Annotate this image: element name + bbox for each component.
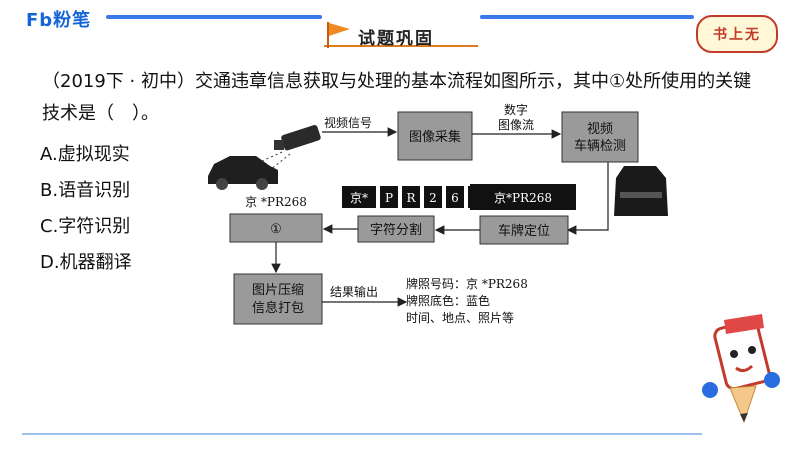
box-char-segment-label: 字符分割 xyxy=(370,222,422,238)
label-digital-1: 数字 xyxy=(504,102,528,117)
box-vehicle-detect xyxy=(561,111,639,163)
result-line-2: 牌照底色：蓝色 xyxy=(406,293,490,308)
label-video-signal: 视频信号 xyxy=(324,115,372,130)
box-image-capture-label: 图像采集 xyxy=(409,129,461,145)
box-vehicle-detect-label-2: 车辆检测 xyxy=(574,138,626,154)
camera-icon xyxy=(274,124,321,151)
box-vehicle-detect-label-1: 视频 xyxy=(587,122,613,137)
title-banner-graphic xyxy=(324,22,478,48)
plate-seg-0: 京* xyxy=(350,191,368,205)
box-compress xyxy=(233,273,323,325)
box-compress-label-2: 信息打包 xyxy=(252,300,304,316)
header-rule-left xyxy=(106,15,322,19)
question-stem: （2019下 · 初中）交通违章信息获取与处理的基本流程如图所示，其中①处所使用… xyxy=(42,71,752,124)
box-plate-locate xyxy=(479,215,569,245)
box-image-capture xyxy=(397,111,473,161)
flowchart: 视频信号 图像采集 数字 图像流 视频 车辆检测 京* P R xyxy=(208,102,668,325)
option-b[interactable]: B.语音识别 xyxy=(40,180,131,201)
camera-view-lines xyxy=(259,151,291,171)
plate-segmented: 京* P R 2 6 8 xyxy=(342,186,486,208)
option-a[interactable]: A.虚拟现实 xyxy=(40,144,130,165)
box-plate-locate-label: 车牌定位 xyxy=(498,223,550,239)
box-step1 xyxy=(229,213,323,243)
pencil-mascot-icon xyxy=(702,314,780,424)
stamp-badge: 书上无 xyxy=(696,15,778,53)
box-compress-label-1: 图片压缩 xyxy=(252,282,304,298)
plate-seg-1: P xyxy=(385,191,393,205)
brand-logo: Fb粉笔 xyxy=(26,10,92,31)
section-title: 试题巩固 xyxy=(358,29,434,49)
header-rule-right xyxy=(480,15,694,19)
label-plate-top: 京 *PR268 xyxy=(245,195,307,209)
option-c[interactable]: C.字符识别 xyxy=(40,216,131,237)
plate-seg-2: R xyxy=(406,191,416,205)
result-line-1: 牌照号码：京 *PR268 xyxy=(406,277,528,291)
plate-seg-4: 6 xyxy=(451,191,459,205)
option-d[interactable]: D.机器翻译 xyxy=(40,252,132,273)
footer-rule xyxy=(22,433,702,435)
car-icon-left xyxy=(208,156,278,190)
plate-whole xyxy=(470,184,576,210)
section-title-banner: 试题巩固 xyxy=(318,18,482,50)
plate-seg-3: 2 xyxy=(429,191,437,205)
label-result-output: 结果输出 xyxy=(330,284,378,299)
flag-icon xyxy=(329,23,350,36)
car-icon-right xyxy=(614,166,668,216)
label-digital-2: 图像流 xyxy=(498,118,534,132)
arrow-to-plate-locate xyxy=(566,162,609,235)
box-char-segment xyxy=(357,215,435,243)
result-line-3: 时间、地点、照片等 xyxy=(406,311,514,325)
plate-whole-text: 京*PR268 xyxy=(494,191,552,205)
box-step1-label: ① xyxy=(270,222,282,237)
